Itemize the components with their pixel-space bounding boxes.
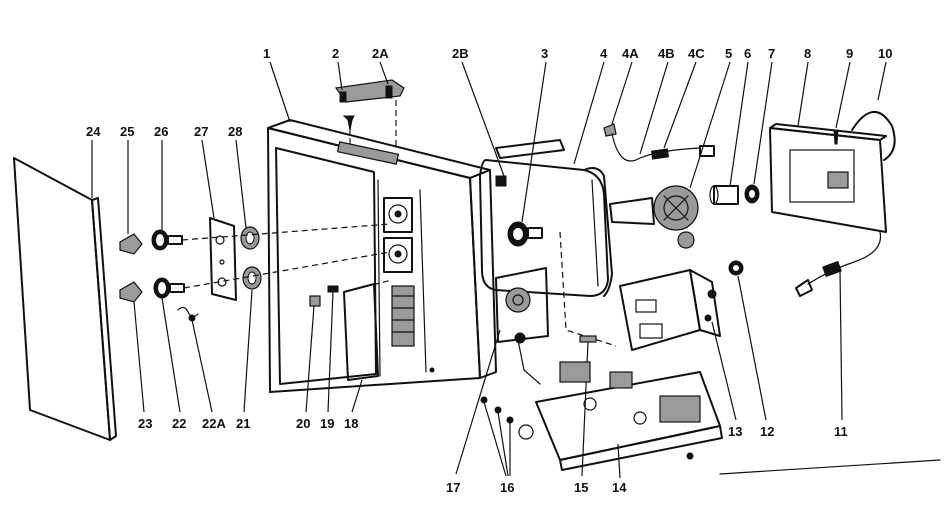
label-23: 23 — [138, 416, 152, 431]
label-4a: 4A — [622, 46, 639, 61]
label-4b: 4B — [658, 46, 675, 61]
part-8-back-cover — [769, 61, 887, 233]
label-5: 5 — [725, 46, 732, 61]
label-24: 24 — [86, 124, 101, 139]
part-21-bushing — [242, 266, 262, 413]
part-4b-lead-wire — [611, 61, 701, 162]
part-18-speaker-board — [343, 279, 393, 413]
label-17: 17 — [446, 480, 460, 495]
part-22-knob-insert — [153, 277, 185, 413]
part-24-front-panel — [13, 140, 117, 441]
label-21: 21 — [236, 416, 250, 431]
part-4c-connector — [650, 61, 715, 160]
label-28: 28 — [228, 124, 242, 139]
label-16: 16 — [500, 480, 514, 495]
shaft-guide-lines — [181, 100, 397, 289]
label-22: 22 — [172, 416, 186, 431]
part-1-cabinet — [267, 61, 497, 393]
label-12: 12 — [760, 424, 774, 439]
part-2-handle — [334, 61, 405, 103]
label-2: 2 — [332, 46, 339, 61]
part-number-labels: 1 2 2A 2B 3 4 4A 4B 4C 5 6 7 8 9 10 24 2… — [86, 46, 892, 495]
part-27-escutcheon — [201, 139, 237, 301]
part-7-magnet — [744, 61, 773, 204]
part-4-picture-tube — [479, 61, 613, 297]
label-1: 1 — [263, 46, 270, 61]
part-26-knob-insert — [151, 140, 183, 251]
label-7: 7 — [768, 46, 775, 61]
part-19-clip — [327, 285, 339, 413]
part-28-bushing — [235, 139, 260, 250]
part-9-screw — [833, 61, 851, 145]
label-9: 9 — [846, 46, 853, 61]
part-3-crt-socket — [507, 61, 547, 247]
label-15: 15 — [574, 480, 588, 495]
part-22a-spring — [177, 306, 213, 413]
part-11-power-cord — [795, 231, 882, 421]
label-10: 10 — [878, 46, 892, 61]
label-18: 18 — [344, 416, 358, 431]
label-4c: 4C — [688, 46, 705, 61]
part-16-screws — [480, 339, 541, 477]
label-11: 11 — [834, 424, 848, 439]
label-8: 8 — [804, 46, 811, 61]
label-6: 6 — [744, 46, 751, 61]
part-23-knob — [119, 281, 145, 413]
part-20-bracket — [305, 295, 321, 413]
part-4a-anode-cap — [603, 61, 633, 137]
part-25-knob — [119, 140, 143, 255]
part-6-ring — [709, 61, 749, 205]
part-2a-handle-screw — [342, 61, 389, 131]
label-13: 13 — [728, 424, 742, 439]
label-25: 25 — [120, 124, 134, 139]
part-12-washer — [728, 260, 767, 421]
label-19: 19 — [320, 416, 334, 431]
label-22a: 22A — [202, 416, 226, 431]
label-4: 4 — [600, 46, 608, 61]
part-14-chassis-board — [535, 361, 723, 479]
label-2a: 2A — [372, 46, 389, 61]
label-3: 3 — [541, 46, 548, 61]
label-26: 26 — [154, 124, 168, 139]
label-14: 14 — [612, 480, 627, 495]
part-5-deflection-yoke — [609, 61, 731, 249]
label-27: 27 — [194, 124, 208, 139]
part-10-antenna-lead — [851, 61, 896, 161]
part-13-chassis-bracket — [619, 269, 737, 421]
label-2b: 2B — [452, 46, 469, 61]
part-17-bracket — [455, 267, 549, 475]
part-2b-bracket — [461, 61, 565, 187]
label-20: 20 — [296, 416, 310, 431]
